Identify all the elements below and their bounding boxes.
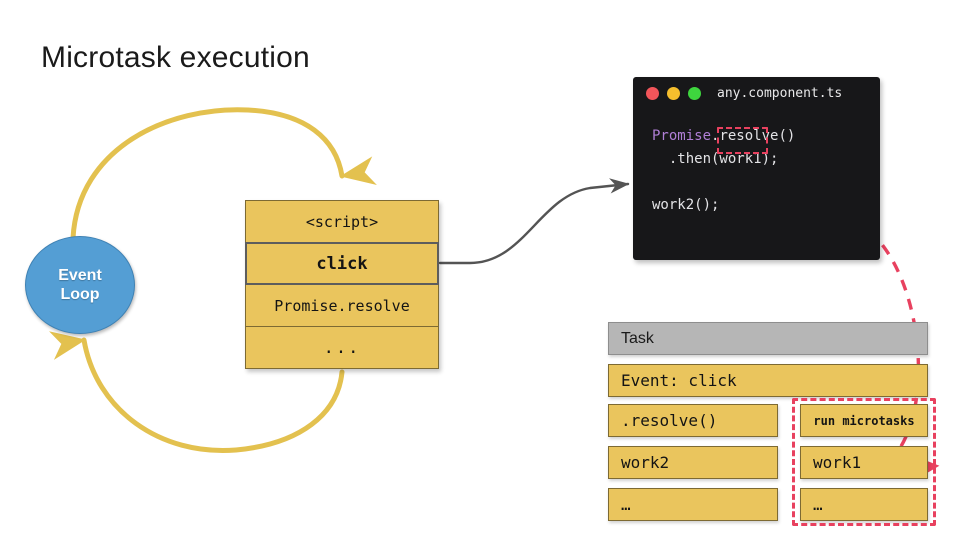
call-stack-row-click[interactable]: click — [245, 242, 439, 285]
close-dot-red-icon[interactable] — [646, 86, 659, 100]
event-loop-label-line2: Loop — [60, 286, 100, 303]
maximize-dot-green-icon[interactable] — [688, 86, 701, 100]
call-stack-row-ellipsis[interactable]: ... — [245, 326, 439, 369]
task-item-work2[interactable]: work2 — [608, 446, 778, 479]
microtask-item-run-microtasks[interactable]: run microtasks — [800, 404, 928, 437]
call-stack-row-script[interactable]: <script> — [245, 200, 439, 243]
code-editor-body[interactable]: Promise.resolve() .then(work1); work2(); — [633, 109, 880, 217]
microtask-item-work1[interactable]: work1 — [800, 446, 928, 479]
event-loop-node[interactable]: Event Loop — [25, 236, 135, 334]
code-line-4: work2(); — [652, 194, 880, 217]
code-line-2: .then(work1); — [652, 148, 880, 171]
code-line-blank — [652, 171, 880, 194]
microtask-item-ellipsis[interactable]: … — [800, 488, 928, 521]
task-queue-columns: .resolve() work2 … run microtasks work1 … — [608, 404, 928, 544]
code-token-resolve: .resolve() — [711, 128, 796, 144]
code-line-1: Promise.resolve() — [652, 125, 880, 148]
event-loop-label-line1: Event — [58, 267, 102, 284]
call-stack: <script> click Promise.resolve ... — [245, 200, 439, 369]
code-token-work2: work2(); — [652, 197, 720, 213]
task-queue-event-row[interactable]: Event: click — [608, 364, 928, 397]
minimize-dot-yellow-icon[interactable] — [667, 86, 680, 100]
event-loop-label: Event Loop — [58, 266, 102, 304]
task-item-resolve[interactable]: .resolve() — [608, 404, 778, 437]
task-queue: Task Event: click .resolve() work2 … run… — [608, 322, 936, 526]
click-to-code-arrow — [438, 178, 630, 265]
code-token-promise: Promise — [652, 128, 712, 144]
code-token-then: .then(work1); — [652, 151, 779, 167]
stack-to-event-loop-arrow — [49, 331, 345, 454]
task-item-ellipsis[interactable]: … — [608, 488, 778, 521]
work1-highlight-box — [717, 127, 768, 154]
task-queue-header: Task — [608, 322, 928, 355]
event-loop-to-stack-arrow — [70, 107, 377, 241]
code-editor-filename: any.component.ts — [717, 85, 843, 101]
code-editor-panel: any.component.ts Promise.resolve() .then… — [633, 77, 880, 260]
microtask-column: run microtasks work1 … — [800, 404, 928, 530]
page-title: Microtask execution — [41, 41, 310, 74]
code-editor-titlebar: any.component.ts — [633, 77, 880, 109]
task-column: .resolve() work2 … — [608, 404, 778, 530]
call-stack-row-promise-resolve[interactable]: Promise.resolve — [245, 284, 439, 327]
